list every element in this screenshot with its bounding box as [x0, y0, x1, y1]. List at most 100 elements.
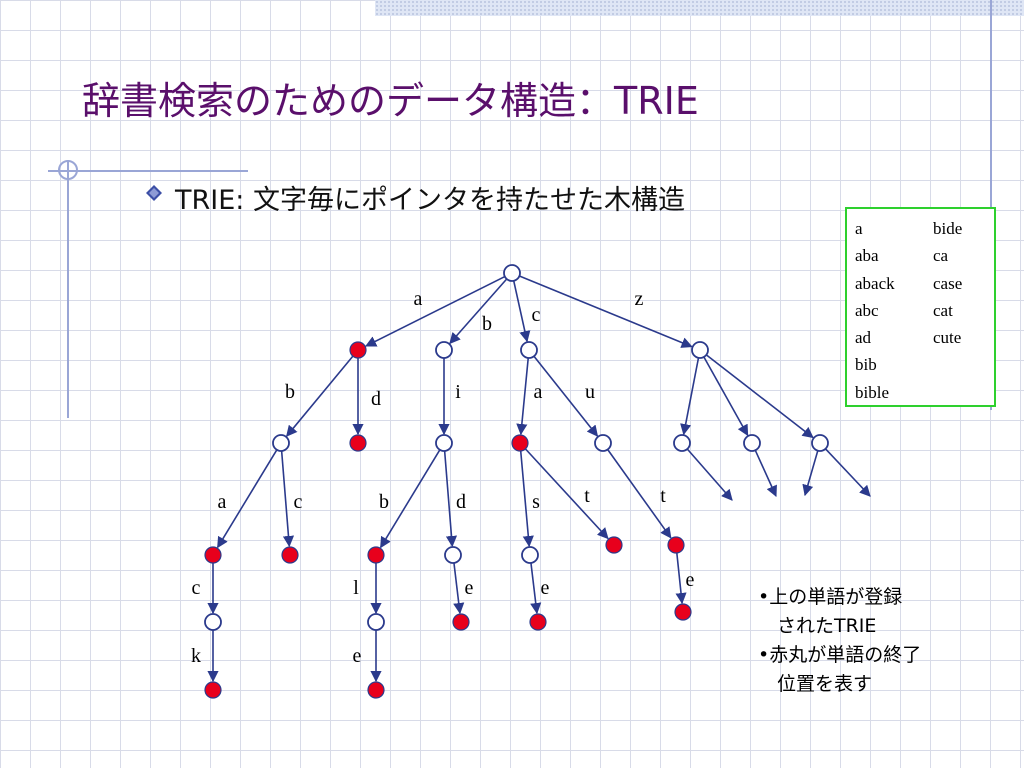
- note-line: •赤丸が単語の終了: [758, 644, 922, 666]
- trie-node-terminal: [605, 536, 623, 554]
- edge-label: e: [465, 577, 474, 599]
- edge-label: z: [635, 288, 644, 310]
- edge-label: c: [532, 304, 541, 326]
- edge-label: l: [353, 577, 359, 599]
- trie-edge-stub: [802, 450, 819, 497]
- trie-edge-bi-bib: [379, 449, 441, 549]
- edge-label: b: [379, 491, 389, 513]
- edge-label: c: [192, 577, 201, 599]
- word-item: ad: [855, 328, 872, 348]
- trie-edge-z-z3: [705, 354, 814, 439]
- notes: •上の単語が登録 されたTRIE •赤丸が単語の終了 位置を表す: [758, 583, 921, 699]
- trie-edge-ca-cat: [524, 448, 609, 540]
- word-item: cat: [933, 300, 953, 320]
- trie-edge-cas-case: [530, 562, 542, 615]
- edge-label: t: [660, 485, 666, 507]
- trie-edge-root-a: [365, 275, 506, 347]
- trie-edge-c-ca: [516, 357, 530, 436]
- trie-node: [691, 341, 709, 359]
- trie-node-terminal: [349, 434, 367, 452]
- trie-node-terminal: [281, 546, 299, 564]
- trie-edge-root-z: [519, 275, 693, 348]
- edge-label: k: [191, 645, 201, 667]
- slide-title: 辞書検索のためのデータ構造：TRIE: [82, 79, 699, 123]
- edge-label: c: [294, 491, 303, 513]
- trie-edge-z-z2: [703, 356, 749, 437]
- trie-node-terminal: [511, 434, 529, 452]
- decorative-rule-right: [990, 0, 992, 410]
- trie-node: [594, 434, 612, 452]
- edge-label: u: [585, 381, 595, 403]
- edge-label: e: [353, 645, 362, 667]
- trie-node: [204, 613, 222, 631]
- trie-edge-stub: [824, 448, 871, 497]
- trie-node-terminal: [367, 681, 385, 699]
- trie-node: [743, 434, 761, 452]
- trie-edge-bi-bid: [443, 450, 458, 548]
- bullet-text: TRIE: 文字毎にポインタを持たせた木構造: [175, 185, 685, 216]
- edge-label: a: [218, 491, 227, 513]
- word-item: a: [855, 219, 863, 238]
- trie-edge-root-c: [512, 280, 531, 343]
- word-item: aba: [855, 246, 879, 266]
- trie-edge-cut-cute: [675, 552, 687, 605]
- decorative-ring: [58, 160, 78, 180]
- trie-node: [503, 264, 521, 282]
- word-list-column-2: bide ca case cat cute: [933, 215, 962, 351]
- trie-node-terminal: [674, 603, 692, 621]
- trie-edge-ab-abc: [280, 450, 295, 548]
- trie-node-terminal: [367, 546, 385, 564]
- decorative-rule-vertical: [67, 160, 69, 418]
- trie-node: [435, 434, 453, 452]
- trie-edge-ab-aba: [216, 449, 278, 549]
- note-line: されたTRIE: [758, 615, 877, 637]
- word-item: cute: [933, 328, 962, 348]
- word-item: bible: [855, 382, 889, 402]
- trie-edge-ca-cas: [519, 450, 534, 548]
- decorative-rule-horizontal: [48, 170, 248, 172]
- trie-edge-stub: [686, 448, 733, 501]
- trie-edge-cu-cut: [607, 449, 672, 539]
- word-item: case: [933, 273, 963, 293]
- edge-label: t: [584, 485, 590, 507]
- edge-label: i: [455, 381, 461, 403]
- trie-node-terminal: [529, 613, 547, 631]
- trie-node: [673, 434, 691, 452]
- trie-node-terminal: [204, 681, 222, 699]
- edge-label: e: [686, 569, 695, 591]
- word-item: aback: [855, 273, 895, 293]
- trie-node-terminal: [349, 341, 367, 359]
- trie-node-terminal: [204, 546, 222, 564]
- trie-edge-z-z1: [680, 357, 700, 436]
- trie-node-terminal: [667, 536, 685, 554]
- word-item: abc: [855, 300, 879, 320]
- header-band: [375, 0, 1024, 16]
- trie-node: [520, 341, 538, 359]
- trie-node: [272, 434, 290, 452]
- edge-label: a: [534, 381, 543, 403]
- edge-label: e: [541, 577, 550, 599]
- edge-label: d: [371, 388, 381, 410]
- word-item: ca: [933, 246, 949, 266]
- trie-node: [521, 546, 539, 564]
- trie-edge-bid-bide: [453, 562, 465, 615]
- trie-node: [811, 434, 829, 452]
- word-item: bide: [933, 219, 963, 238]
- edge-label: b: [285, 381, 295, 403]
- trie-edge-c-cu: [533, 355, 599, 437]
- trie-node: [367, 613, 385, 631]
- trie-edge-root-b: [449, 278, 508, 345]
- trie-node-terminal: [452, 613, 470, 631]
- note-line: 位置を表す: [758, 673, 873, 695]
- note-line: •上の単語が登録: [758, 586, 903, 608]
- trie-node: [444, 546, 462, 564]
- diamond-bullet-icon: [146, 185, 162, 201]
- word-item: bib: [855, 355, 877, 375]
- edge-label: b: [482, 313, 492, 335]
- edge-label: d: [456, 491, 466, 513]
- word-list-box: a aba aback abc ad bib bible bide ca cas…: [845, 207, 996, 407]
- edge-label: a: [414, 288, 423, 310]
- word-list-column-1: a aba aback abc ad bib bible: [855, 215, 895, 406]
- trie-node: [435, 341, 453, 359]
